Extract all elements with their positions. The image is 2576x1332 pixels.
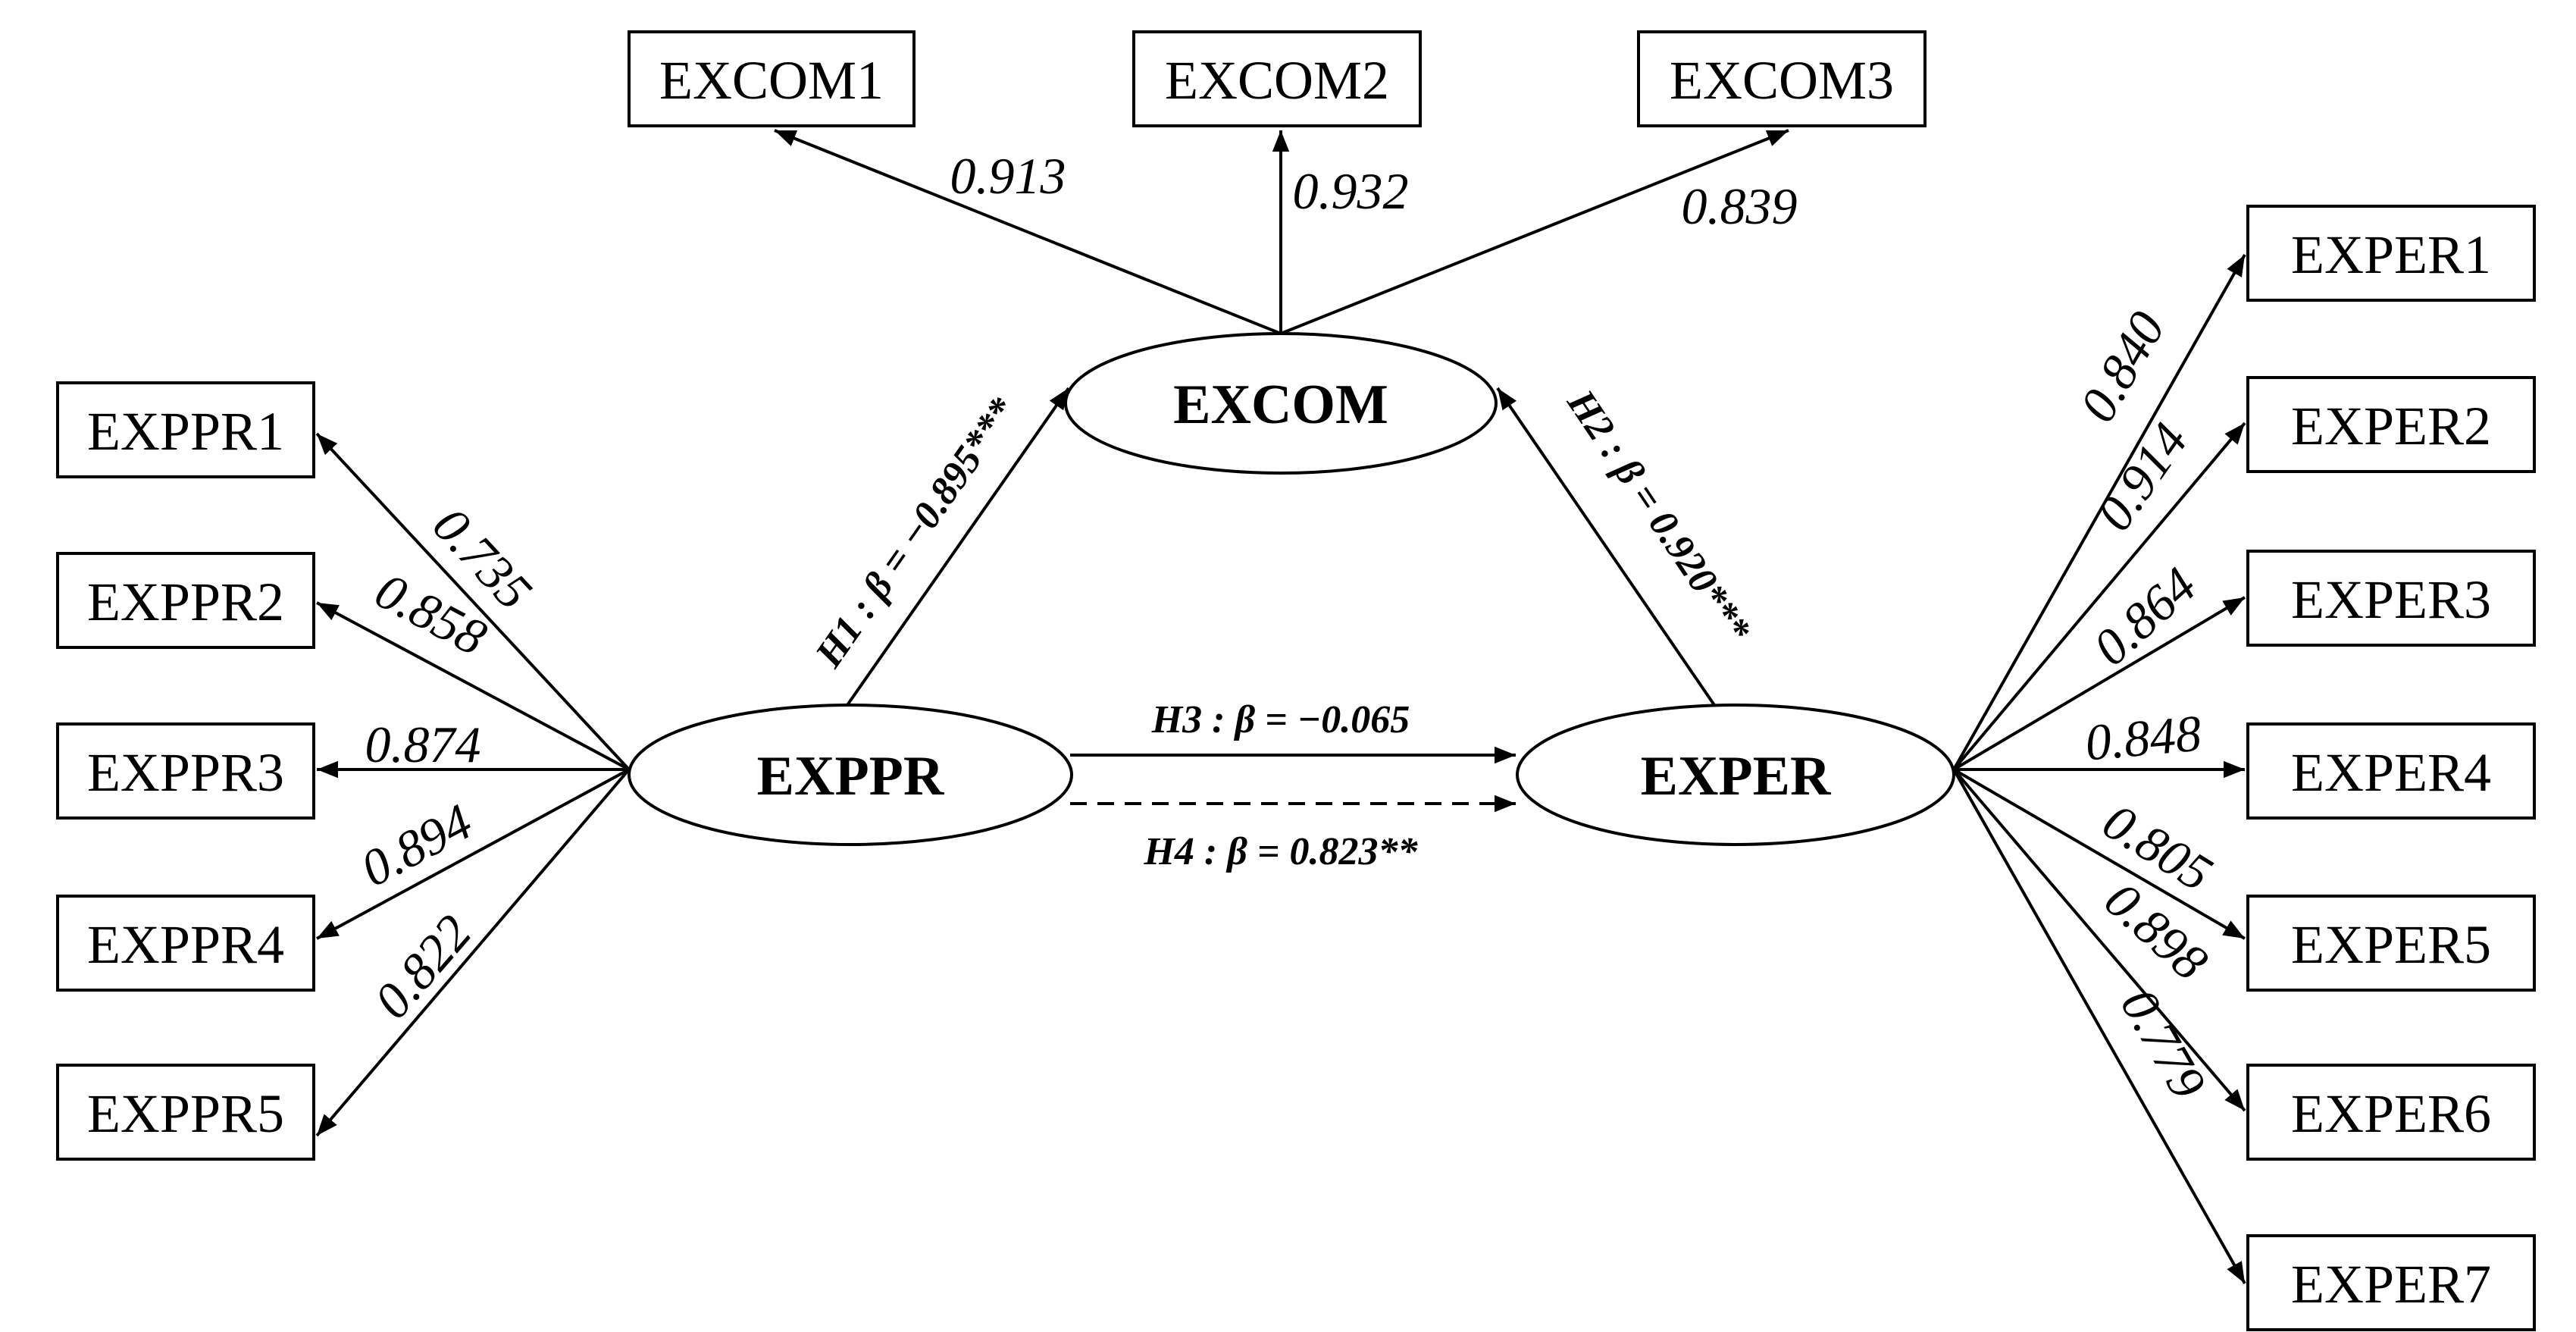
loading-exppr4: 0.894 bbox=[352, 792, 481, 898]
exper-to-exper1-arrow bbox=[1952, 254, 2246, 770]
exppr1-label: EXPPR1 bbox=[87, 401, 284, 462]
exper-to-exper7-arrow bbox=[1952, 769, 2246, 1284]
loading-excom1: 0.913 bbox=[950, 147, 1066, 205]
h2-label: H2 : β = 0.920*** bbox=[1558, 382, 1759, 650]
exper3-box bbox=[2246, 550, 2536, 647]
loading-exper7: 0.779 bbox=[2110, 979, 2218, 1108]
exper5-box bbox=[2246, 895, 2536, 992]
exper6-label: EXPER6 bbox=[2291, 1083, 2491, 1144]
exper-to-exper2-arrow bbox=[1952, 422, 2246, 771]
h1-label: H1 : β = −0.895*** bbox=[807, 390, 1025, 675]
loading-exppr3: 0.874 bbox=[365, 716, 481, 773]
exper1-label: EXPER1 bbox=[2291, 224, 2491, 285]
loading-exper4: 0.848 bbox=[2083, 704, 2203, 772]
exppr-to-exppr1-arrow bbox=[315, 432, 631, 771]
exper-to-exper6-arrow bbox=[1952, 768, 2246, 1112]
exper-to-exper3-arrow bbox=[1952, 596, 2246, 771]
loading-exper2: 0.914 bbox=[2085, 412, 2199, 541]
exppr-to-exppr5-arrow bbox=[315, 768, 631, 1137]
exppr-to-exppr4-arrow bbox=[316, 768, 630, 940]
exppr5-box bbox=[56, 1064, 315, 1161]
exper3-label: EXPER3 bbox=[2291, 569, 2491, 630]
h2-path-arrow bbox=[1496, 387, 1716, 707]
exper4-box bbox=[2246, 722, 2536, 820]
exppr5-label: EXPPR5 bbox=[87, 1083, 284, 1144]
exppr-ellipse bbox=[628, 704, 1073, 846]
exper6-box bbox=[2246, 1064, 2536, 1161]
exppr2-label: EXPPR2 bbox=[87, 572, 284, 632]
exper2-label: EXPER2 bbox=[2291, 396, 2491, 456]
excom-ellipse bbox=[1064, 332, 1498, 475]
loading-excom3: 0.839 bbox=[1682, 177, 1798, 235]
loading-exper1: 0.840 bbox=[2068, 302, 2176, 431]
exper-label: EXPER bbox=[1641, 745, 1832, 807]
excom3-box bbox=[1637, 30, 1927, 127]
excom-to-excom1-arrow bbox=[774, 129, 1282, 335]
exper7-label: EXPER7 bbox=[2291, 1254, 2491, 1315]
excom1-box bbox=[628, 30, 916, 127]
exper-ellipse bbox=[1516, 704, 1955, 846]
exppr-to-exppr2-arrow bbox=[316, 601, 630, 771]
exper7-box bbox=[2246, 1234, 2536, 1331]
excom-to-excom3-arrow bbox=[1280, 129, 1789, 335]
loading-exppr5: 0.822 bbox=[363, 904, 483, 1029]
excom2-label: EXCOM2 bbox=[1165, 50, 1389, 111]
exper2-box bbox=[2246, 376, 2536, 473]
exper5-label: EXPER5 bbox=[2291, 914, 2491, 975]
exper-to-exper5-arrow bbox=[1952, 768, 2246, 940]
exper1-box bbox=[2246, 205, 2536, 302]
h1-path-arrow bbox=[846, 387, 1070, 707]
exppr2-box bbox=[56, 552, 315, 649]
exppr1-box bbox=[56, 381, 315, 478]
h3-label: H3 : β = −0.065 bbox=[1151, 698, 1410, 741]
excom2-box bbox=[1132, 30, 1422, 127]
loading-excom2: 0.932 bbox=[1293, 162, 1409, 220]
excom-label: EXCOM bbox=[1173, 374, 1388, 436]
exppr3-label: EXPPR3 bbox=[87, 742, 284, 803]
loading-exper5: 0.805 bbox=[2093, 792, 2222, 903]
excom1-label: EXCOM1 bbox=[659, 50, 884, 111]
h4-label: H4 : β = 0.823** bbox=[1143, 830, 1418, 873]
exppr4-label: EXPPR4 bbox=[87, 914, 284, 975]
exper4-label: EXPER4 bbox=[2291, 742, 2491, 803]
exppr-label: EXPPR bbox=[757, 745, 945, 807]
exppr3-box bbox=[56, 722, 315, 820]
excom3-label: EXCOM3 bbox=[1670, 50, 1894, 111]
exppr4-box bbox=[56, 895, 315, 992]
